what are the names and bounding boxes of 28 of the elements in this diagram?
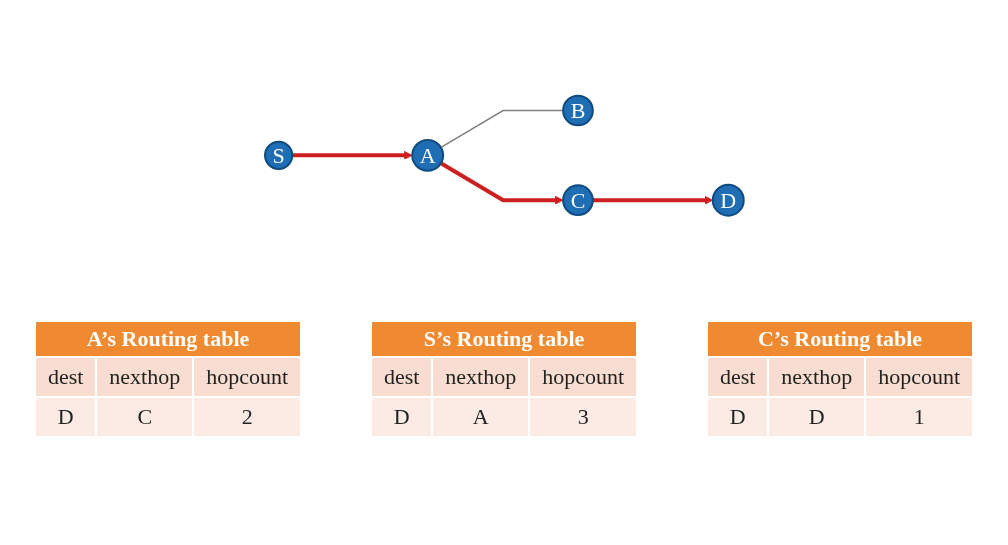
node-circle: A — [410, 138, 444, 172]
column-header: dest — [707, 358, 768, 396]
table-title: C’s Routing table — [707, 322, 973, 356]
table-title: A’s Routing table — [35, 322, 301, 356]
table-value: D — [371, 398, 432, 436]
table-value: D — [35, 398, 96, 436]
node-circle: C — [561, 184, 594, 216]
column-header: nexthop — [769, 358, 865, 396]
column-header: hopcount — [530, 358, 637, 396]
column-header: hopcount — [194, 358, 301, 396]
node-circle: D — [711, 183, 745, 217]
table-title: S’s Routing table — [371, 322, 637, 356]
node-circle: B — [561, 94, 594, 126]
column-header: dest — [35, 358, 96, 396]
column-header: hopcount — [866, 358, 973, 396]
table-value: D — [769, 398, 865, 436]
arrow — [592, 195, 713, 205]
table-value: 2 — [194, 398, 301, 436]
column-header: nexthop — [433, 358, 529, 396]
table-value: A — [433, 398, 529, 436]
table-value: D — [707, 398, 768, 436]
table-value: 1 — [866, 398, 973, 436]
column-header: dest — [371, 358, 432, 396]
table-value: 3 — [530, 398, 637, 436]
column-header: nexthop — [97, 358, 193, 396]
node-circle: S — [263, 140, 293, 170]
arrow — [439, 161, 564, 205]
table-value: C — [97, 398, 193, 436]
